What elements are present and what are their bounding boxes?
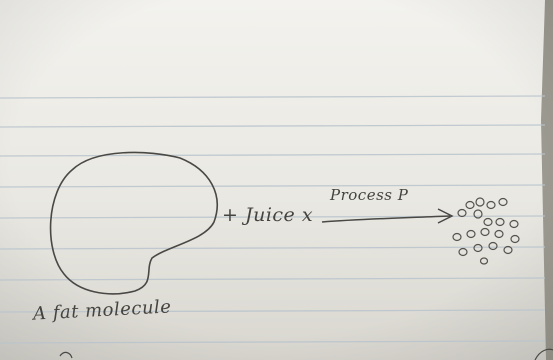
plus-juice-label: + Juice x <box>222 204 314 226</box>
reaction-arrow <box>321 208 454 224</box>
process-label: Process P <box>330 186 409 204</box>
ruled-lines <box>0 95 546 344</box>
fat-molecule-shape <box>49 151 218 295</box>
corner-ink-mark <box>534 348 553 360</box>
bottom-ink-mark <box>59 351 73 359</box>
fatty-acid-droplets <box>452 197 520 265</box>
